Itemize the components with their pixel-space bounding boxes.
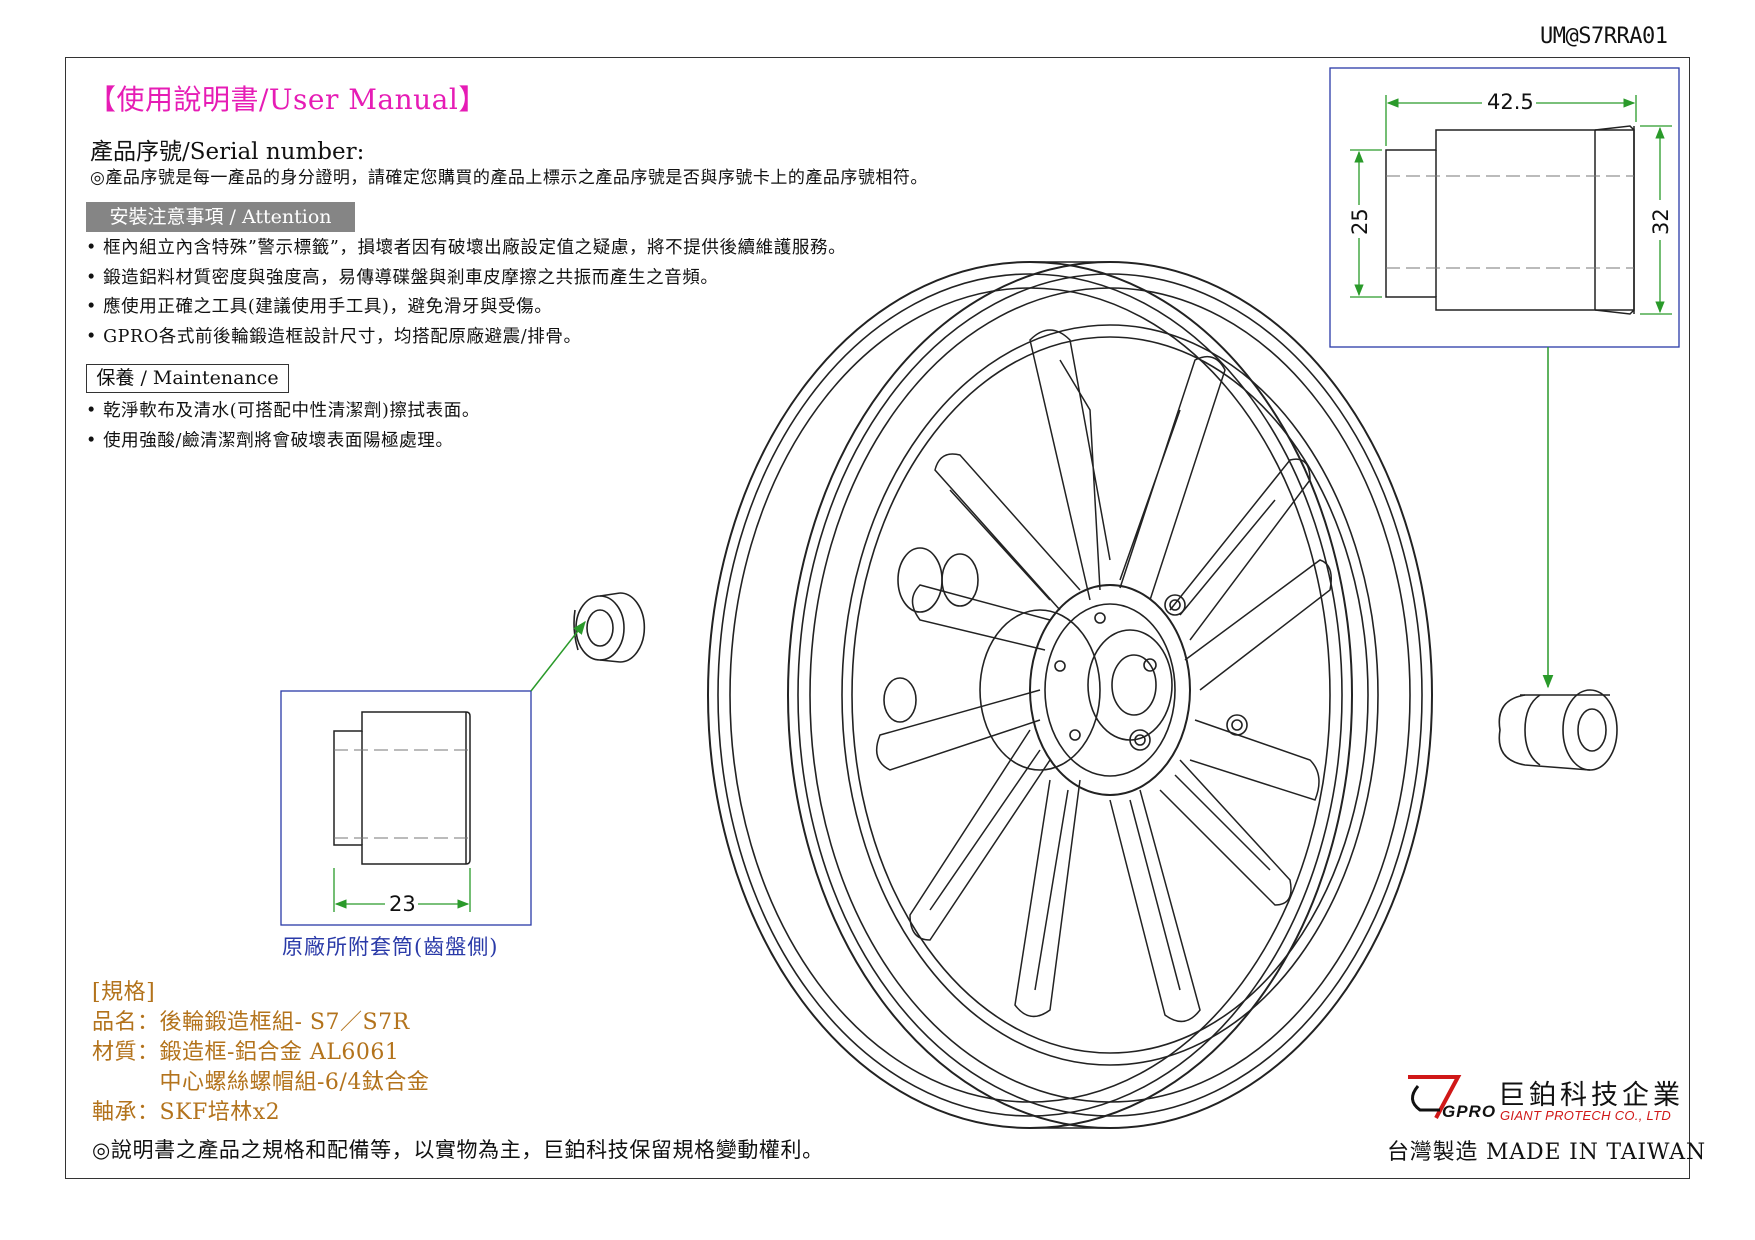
spec-row: 軸承：SKF培林x2 [92,1100,281,1125]
spec-row: 中心螺絲螺帽組-6/4鈦合金 [92,1070,430,1095]
large-bush-illustration [1498,689,1618,771]
attention-item: • 框內組立內含特殊”警示標籤”，損壞者因有破壞出廠設定值之疑慮，將不提供後續維… [86,238,847,258]
serial-number-note: ◎產品序號是每一產品的身分證明，請確定您購買的產品上標示之產品序號是否與序號卡上… [90,168,928,188]
wheel-illustration [707,261,1433,1129]
page-title: 【使用說明書/User Manual】 [88,83,487,116]
small-bush-illustration [573,592,646,663]
serial-number-label: 產品序號/Serial number: [90,139,365,165]
maintenance-item: • 使用強酸/鹼清潔劑將會破壞表面陽極處理。 [86,431,454,451]
attention-item: • 應使用正確之工具(建議使用手工具)，避免滑牙與受傷。 [86,297,553,317]
spec-row: 品名：後輪鍛造框組- S7／S7R [92,1010,410,1035]
specification-block: [規格] 品名：後輪鍛造框組- S7／S7R 材質：鍛造框-鋁合金 AL6061… [92,978,429,1128]
large-bush-dimension-box [1329,67,1680,689]
spec-heading: [規格] [92,980,156,1005]
gpro-logo-icon [1408,1075,1462,1119]
document-code: UM@S7RRA01 [1540,24,1668,49]
bush-caption: 原廠所附套筒(齒盤側) [282,935,499,959]
company-name-cn: 巨鉑科技企業 [1498,1080,1684,1111]
attention-item: • GPRO各式前後輪鍛造框設計尺寸，均搭配原廠避震/排骨。 [86,327,582,347]
maintenance-item: • 乾淨軟布及清水(可搭配中性清潔劑)擦拭表面。 [86,401,480,421]
disclaimer: ◎說明書之產品之規格和配備等，以實物為主，巨鉑科技保留規格變動權利。 [92,1138,824,1162]
made-in-label: 台灣製造 MADE IN TAIWAN [1387,1140,1706,1165]
attention-heading: 安裝注意事項 / Attention [86,202,355,232]
dimension-large-inner: 25 [1348,208,1372,235]
maintenance-heading: 保養 / Maintenance [86,364,289,393]
small-bush-dimension-box [280,620,586,926]
spec-row: 材質：鍛造框-鋁合金 AL6061 [92,1040,400,1065]
dimension-large-outer: 32 [1649,208,1673,235]
page-frame [65,57,1690,1179]
dimension-small-width: 23 [389,892,416,916]
wheel-spokes [875,329,1332,1023]
attention-item: • 鍛造鋁料材質密度與強度高，易傳導碟盤與剎車皮摩擦之共振而產生之音頻。 [86,268,719,288]
gpro-logo-text: GPRO [1442,1102,1497,1121]
company-name-en: GIANT PROTECH CO., LTD [1500,1108,1672,1123]
dimension-large-width: 42.5 [1487,90,1534,114]
